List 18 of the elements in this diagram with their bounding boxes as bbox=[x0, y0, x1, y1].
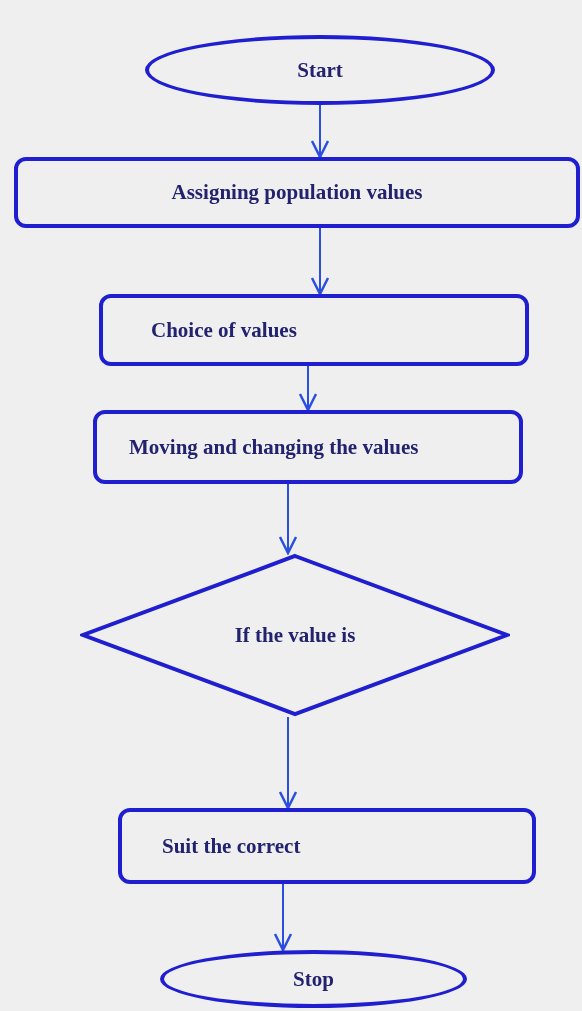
process-box bbox=[99, 294, 529, 366]
arrow bbox=[298, 365, 318, 412]
node-label: Choice of values bbox=[151, 316, 297, 344]
node-label: If the value is bbox=[234, 621, 356, 649]
decision-diamond bbox=[80, 553, 510, 717]
arrow bbox=[278, 483, 298, 555]
process-box bbox=[118, 808, 536, 884]
node-label: Stop bbox=[293, 965, 334, 993]
arrow bbox=[310, 104, 330, 159]
process-box bbox=[14, 157, 580, 228]
node-label: Start bbox=[297, 56, 343, 84]
node-label: Moving and changing the values bbox=[129, 433, 419, 461]
node-label: Assigning population values bbox=[171, 179, 423, 206]
arrow bbox=[273, 883, 293, 952]
arrow bbox=[278, 716, 298, 810]
arrow bbox=[310, 227, 330, 296]
process-box bbox=[93, 410, 523, 484]
node-label: Suit the correct bbox=[162, 832, 301, 860]
